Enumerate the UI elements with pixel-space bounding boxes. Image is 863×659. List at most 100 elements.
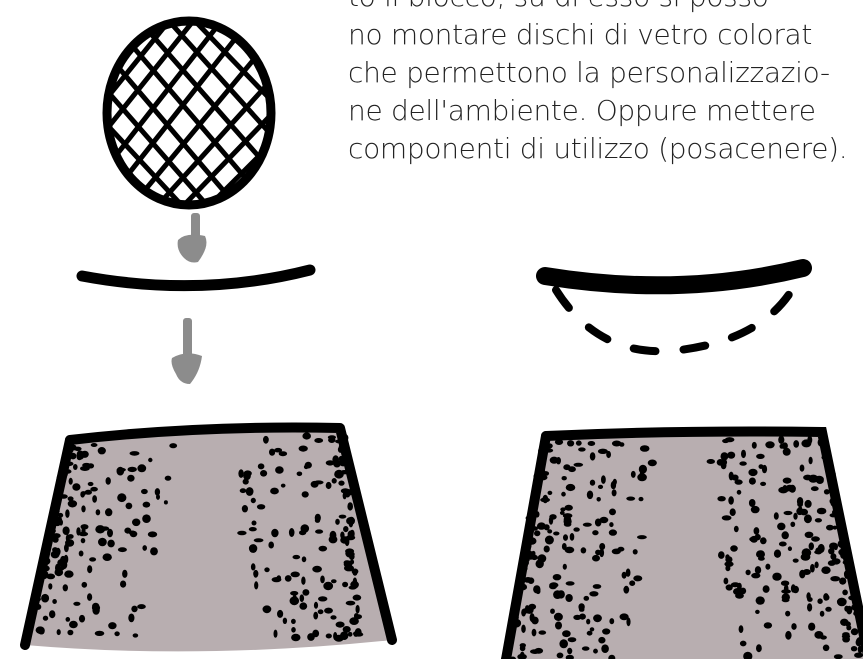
stipple-dot xyxy=(147,531,158,538)
stipple-dot xyxy=(736,489,742,495)
stipple-dot xyxy=(163,500,168,505)
stipple-dot xyxy=(251,520,257,526)
stipple-dot xyxy=(312,565,322,573)
description-text: to il blocco, su di esso si posso- no mo… xyxy=(348,0,863,168)
stipple-dot xyxy=(534,647,544,654)
stipple-dot xyxy=(116,466,125,476)
stipple-dot xyxy=(599,548,605,558)
stipple-dot xyxy=(549,456,559,464)
stipple-dot xyxy=(608,654,616,659)
stipple-dot xyxy=(623,585,630,594)
stipple-dot xyxy=(275,466,284,474)
stipple-dot xyxy=(593,614,602,623)
stipple-dot xyxy=(335,518,340,525)
stipple-dot xyxy=(340,531,345,539)
stipple-dot xyxy=(90,486,98,492)
stipple-dot xyxy=(245,487,254,496)
stipple-dot xyxy=(637,535,647,540)
stipple-dot xyxy=(630,470,636,478)
stipple-dot xyxy=(531,628,537,637)
stipple-dot xyxy=(777,522,786,531)
stipple-dot xyxy=(250,497,256,504)
stipple-dot xyxy=(137,464,147,473)
stipple-dot xyxy=(278,451,288,457)
stipple-dot xyxy=(269,448,276,456)
stipple-dot xyxy=(554,439,564,445)
dashed-arc xyxy=(552,286,796,356)
stipple-dot xyxy=(807,597,813,602)
stipple-dot xyxy=(537,554,547,563)
stipple-dot xyxy=(256,504,266,510)
stipple-dot xyxy=(318,545,328,552)
stipple-dot xyxy=(314,438,324,443)
stipple-dot xyxy=(553,590,562,599)
stipple-dot xyxy=(553,612,563,622)
stipple-dot xyxy=(325,460,335,466)
stipple-dot xyxy=(142,501,151,508)
stipple-dot xyxy=(95,509,101,516)
stipple-dot xyxy=(148,457,153,463)
stipple-dot xyxy=(84,489,93,495)
stipple-dot xyxy=(787,546,793,551)
stipple-dot xyxy=(815,547,823,555)
stipple-dot xyxy=(638,464,648,474)
stipple-dot xyxy=(567,647,573,655)
stipple-dot xyxy=(559,639,568,649)
stipple-dot xyxy=(49,610,56,619)
stipple-dot xyxy=(755,596,765,605)
stipple-dot xyxy=(253,538,264,543)
stipple-dot xyxy=(342,581,349,588)
stipple-dot xyxy=(592,584,602,589)
stipple-dot xyxy=(56,629,61,636)
stipple-dot xyxy=(724,561,734,567)
stipple-dot xyxy=(778,435,785,444)
crosshatched-disc-icon xyxy=(102,16,276,210)
stipple-dot xyxy=(65,617,71,622)
stipple-dot xyxy=(352,577,358,586)
stipple-dot xyxy=(78,550,84,557)
stipple-dot xyxy=(531,616,539,625)
stipple-dot xyxy=(107,528,113,538)
stipple-dot xyxy=(342,491,347,500)
stipple-dot xyxy=(748,477,756,485)
stipple-dot xyxy=(756,550,765,559)
stipple-dot xyxy=(243,470,252,477)
stipple-dot xyxy=(807,435,813,445)
stipple-dot xyxy=(601,475,606,484)
stipple-dot xyxy=(608,529,618,536)
text-line: no montare dischi di vetro colorat xyxy=(348,18,813,51)
stipple-dot xyxy=(826,524,834,531)
stipple-dot xyxy=(547,529,553,534)
stipple-dot xyxy=(87,565,93,574)
stipple-dot xyxy=(129,451,140,456)
stipple-dot xyxy=(68,477,73,485)
stipple-dot xyxy=(780,580,790,586)
stipple-dot xyxy=(773,512,779,520)
stipple-dot xyxy=(842,589,848,596)
stipple-dot xyxy=(565,483,576,492)
stipple-dot xyxy=(323,581,334,591)
stipple-dot xyxy=(81,505,86,513)
stipple-dot xyxy=(544,535,554,545)
stipple-dot xyxy=(354,613,359,619)
stipple-dot xyxy=(238,469,244,478)
stipple-dot xyxy=(97,447,106,455)
stipple-dot xyxy=(565,594,573,602)
stipple-dot xyxy=(819,610,825,617)
stipple-dot xyxy=(242,478,249,485)
stipple-dot xyxy=(808,622,816,631)
text-line: ne dell'ambiente. Oppure mettere xyxy=(348,94,816,127)
stipple-dot xyxy=(760,481,767,486)
stipple-dot xyxy=(284,575,292,582)
stipple-dot xyxy=(107,539,115,548)
stipple-dot xyxy=(567,440,575,447)
stipple-dot xyxy=(609,522,614,528)
stipple-dot xyxy=(282,617,288,624)
stipple-dot xyxy=(586,490,594,500)
stipple-dot xyxy=(525,605,530,611)
speckled-vessel-right xyxy=(500,426,863,659)
stipple-dot xyxy=(80,538,86,544)
stipple-dot xyxy=(597,484,604,489)
stipple-dot xyxy=(331,579,337,584)
stipple-dot xyxy=(98,537,107,547)
